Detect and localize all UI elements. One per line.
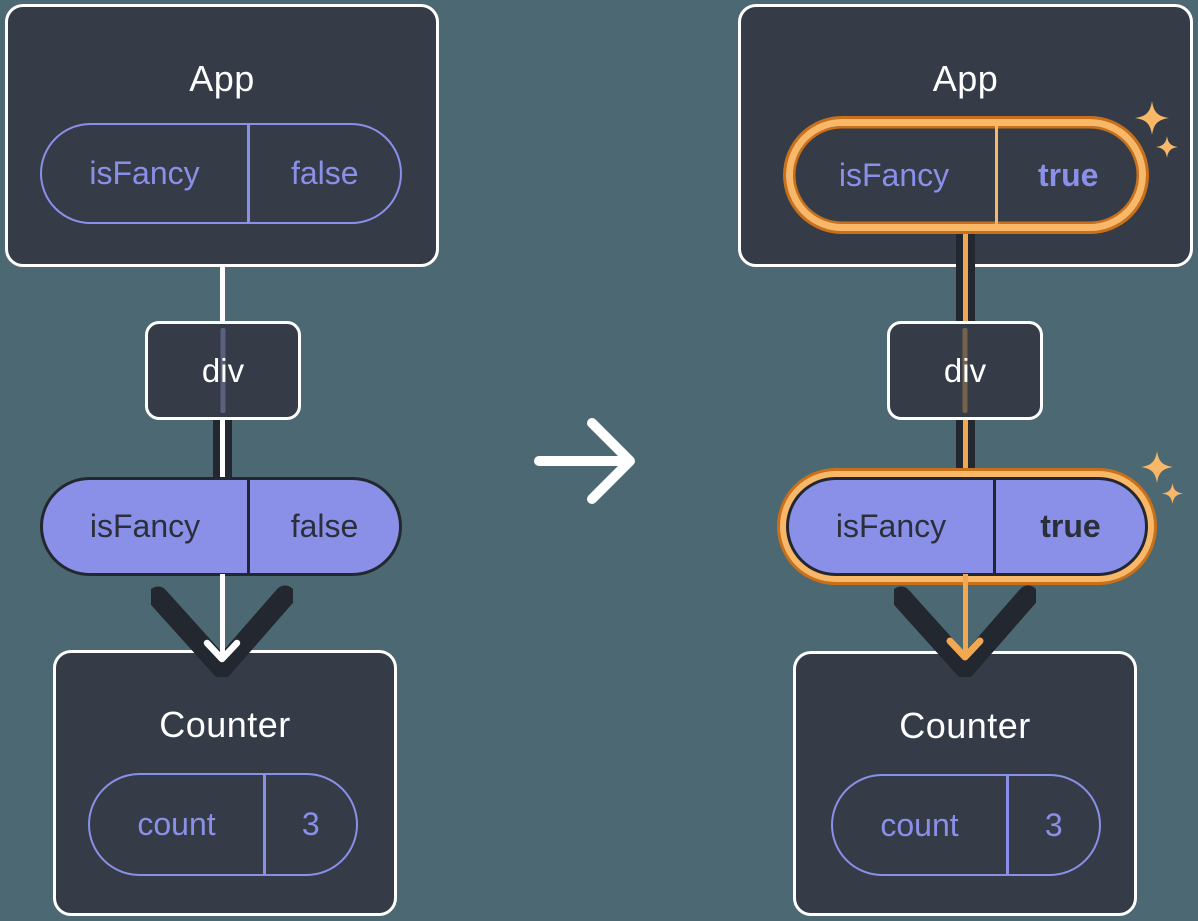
pill-divider <box>1006 776 1009 874</box>
state-name-label: isFancy <box>838 156 950 193</box>
chevron-down-icon <box>946 637 984 661</box>
pill-divider <box>247 480 250 573</box>
chevron-down-icon <box>894 585 1036 677</box>
pill-divider <box>247 125 250 222</box>
four-point-star-icon <box>1141 451 1173 483</box>
div-node-before: div <box>145 321 301 420</box>
right-arrow-icon <box>587 418 635 504</box>
chevron-down-icon <box>151 585 293 677</box>
sparkle-icon <box>1135 101 1169 135</box>
div-node-after: div <box>887 321 1043 420</box>
state-value-label: true <box>1038 156 1099 193</box>
pill-divider <box>993 480 996 573</box>
app-title-after: App <box>932 58 999 99</box>
flow-arrowhead-before <box>203 639 241 663</box>
passthrough-line <box>962 328 968 413</box>
state-value-label: 3 <box>1044 806 1063 843</box>
connector-app-to-div-before <box>219 264 225 322</box>
pill-divider <box>263 775 266 874</box>
prop-value-label: false <box>290 508 359 544</box>
app-title-before: App <box>189 58 255 99</box>
flow-arrowhead-after <box>946 637 984 661</box>
four-point-star-icon <box>1162 483 1183 504</box>
trunk-core-after <box>962 420 968 480</box>
state-name-label: count <box>137 806 216 842</box>
sparkle-icon <box>1141 451 1173 483</box>
sparkle-icon <box>1162 483 1183 504</box>
flow-arrow-v-before <box>151 585 293 677</box>
trunk-core-before <box>219 420 225 480</box>
trunk-core-after <box>962 231 968 322</box>
chevron-down-icon <box>203 639 241 663</box>
state-name-label: isFancy <box>89 155 200 191</box>
app-state-pill-after-highlighted: isFancy true <box>786 119 1146 231</box>
flow-core-before <box>219 574 225 656</box>
pill-divider <box>995 126 998 224</box>
transition-arrow-icon <box>534 418 635 504</box>
state-name-label: count <box>880 806 959 843</box>
four-point-star-icon <box>1135 101 1169 135</box>
passthrough-line <box>220 328 226 413</box>
counter-state-pill-after: count 3 <box>831 774 1101 876</box>
counter-title-after: Counter <box>899 705 1031 746</box>
div-label-after: div <box>943 351 987 389</box>
state-value-label: 3 <box>301 806 320 842</box>
sparkle-icon <box>1156 136 1178 158</box>
counter-title-before: Counter <box>159 704 291 745</box>
prop-pill-after-highlighted: isFancy true <box>786 477 1148 576</box>
four-point-star-icon <box>1156 136 1178 158</box>
state-value-label: false <box>290 155 359 191</box>
counter-state-pill-before: count 3 <box>88 773 358 876</box>
prop-name-label: isFancy <box>835 508 947 544</box>
prop-value-label: true <box>1040 508 1101 544</box>
div-label-before: div <box>201 351 245 389</box>
flow-arrow-v-after <box>894 585 1036 677</box>
prop-name-label: isFancy <box>89 508 201 544</box>
flow-core-after <box>962 574 968 654</box>
prop-pill-before: isFancy false <box>40 477 402 576</box>
app-state-pill-before: isFancy false <box>40 123 402 224</box>
